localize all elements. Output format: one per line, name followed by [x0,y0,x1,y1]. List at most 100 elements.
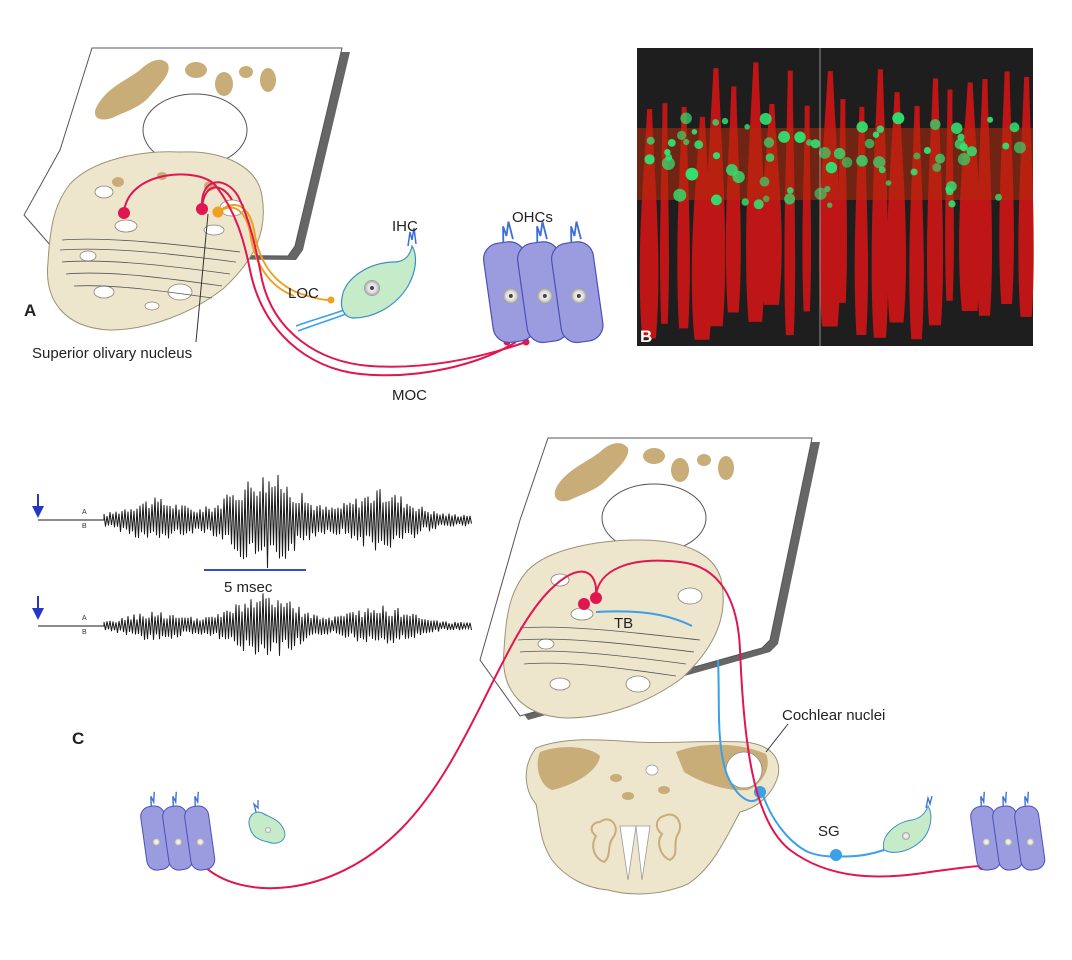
cochlear-nuclei-leader [765,723,789,753]
ihc-label: IHC [392,218,418,235]
micrograph-green-punctum [910,168,918,176]
micrograph-green-punctum [929,119,941,130]
micrograph-green-punctum [759,176,770,187]
micrograph-green-punctum [876,125,884,133]
micrograph-green-punctum [691,129,698,135]
trace-marker-bottom-b: B [82,629,87,636]
panel-label-b: B [640,327,652,346]
micrograph-green-punctum [673,188,687,202]
micrograph-green-punctum [721,117,729,125]
micrograph-green-punctum [957,153,971,166]
afferent-fibers [295,309,347,332]
micrograph-green-punctum [946,181,957,192]
micrograph-green-punctum [892,112,905,125]
micrograph-green-punctum [680,112,692,125]
micrograph-green-punctum [677,130,687,140]
ohcs-label: OHCs [512,209,553,226]
micrograph-green-punctum [762,195,770,203]
cap-waveform-suppressed [38,593,472,656]
panel-b-micrograph: B [637,48,1034,346]
stimulus-arrow-bottom [32,596,44,620]
micrograph-green-punctum [685,167,699,181]
micrograph-green-punctum [825,161,838,174]
outer-hair-cells-right [970,791,1046,871]
micrograph-green-punctum [683,138,690,146]
micrograph-green-punctum [885,180,892,186]
micrograph-green-punctum [711,194,722,206]
micrograph-green-punctum [661,157,675,170]
moc-label: MOC [392,387,427,404]
micrograph-green-punctum [664,149,671,156]
panel-label-a: A [24,301,36,320]
tb-label: TB [614,615,633,632]
micrograph-green-punctum [833,147,846,160]
micrograph-green-punctum [646,136,655,145]
inner-hair-cell-right [882,795,933,853]
micrograph-green-punctum [765,153,775,162]
micrograph-green-punctum [873,156,886,169]
micrograph-green-punctum [1002,142,1010,150]
micrograph-green-punctum [744,124,750,130]
micrograph-green-punctum [644,154,655,165]
micrograph-green-punctum [856,121,868,133]
son-label: Superior olivary nucleus [32,345,192,362]
moc-neuron-contralateral [118,207,130,219]
moc-neuron-ipsilateral [196,203,208,215]
micrograph-green-punctum [951,122,963,134]
nucleus-patches [94,59,276,120]
cap-waveform-control [38,474,472,569]
stimulus-arrow-top [32,494,44,518]
micrograph-green-punctum [987,116,994,123]
outer-hair-cells-left [140,791,216,871]
micrograph-green-punctum [778,131,790,143]
loc-neuron [212,206,224,218]
cochlear-nuclei-label: Cochlear nuclei [782,707,885,724]
micrograph-green-punctum [712,152,721,160]
moc-pathway [123,173,527,377]
micrograph-green-punctum [712,119,720,126]
moc-pathway-c [203,559,983,890]
moc-neuron-c-2 [590,592,602,604]
micrograph-green-punctum [794,131,806,143]
micrograph-green-punctum [824,185,831,193]
micrograph-green-punctum [932,163,942,172]
inner-hair-cell [340,227,417,319]
micrograph-green-punctum [759,112,772,125]
micrograph-green-punctum [864,138,875,149]
panel-label-c: C [72,729,84,748]
micrograph-green-puncta [644,112,1026,210]
micrograph-green-punctum [784,193,796,205]
panel-c: A B A B 5 msec [32,437,1046,895]
trace-marker-bottom-a: A [82,615,87,622]
scale-bar-label: 5 msec [224,579,273,596]
micrograph-green-punctum [1009,122,1020,133]
micrograph-green-punctum [753,199,764,210]
loc-label: LOC [288,285,319,302]
micrograph-green-punctum [841,157,853,168]
trace-marker-top-b: B [82,523,87,530]
outer-hair-cells [483,221,604,344]
spiral-ganglion-cell [830,849,842,861]
micrograph-green-punctum [741,198,749,206]
micrograph-green-punctum [878,166,886,174]
micrograph-green-punctum [995,193,1002,201]
micrograph-green-punctum [814,187,827,200]
micrograph-green-punctum [806,139,813,146]
micrograph-green-punctum [818,147,831,159]
micrograph-green-punctum [948,200,956,208]
micrograph-green-punctum [966,146,977,157]
loc-synapse [327,296,335,304]
trace-marker-top-a: A [82,509,87,516]
loc-pathway [217,204,331,301]
micrograph-green-punctum [954,138,966,150]
micrograph-green-punctum [923,147,931,154]
micrograph-green-punctum [810,139,821,149]
micrograph-green-punctum [856,155,868,167]
micrograph-green-punctum [763,137,775,148]
micrograph-green-punctum [957,133,965,141]
moc-neuron-c [578,598,590,610]
micrograph-green-punctum [694,140,704,150]
micrograph-green-punctum [872,131,880,138]
micrograph-green-punctum [665,153,673,161]
